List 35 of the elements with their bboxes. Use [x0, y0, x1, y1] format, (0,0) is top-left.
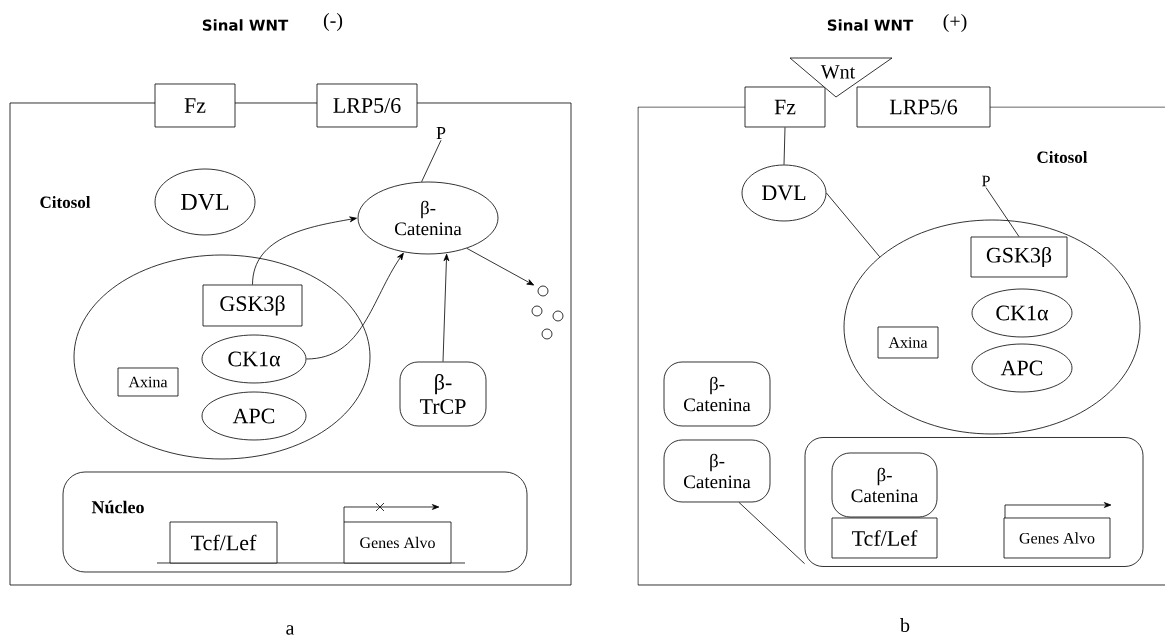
phosphate-label: P: [982, 175, 990, 187]
ligand-triangle: Wnt: [789, 57, 893, 98]
heading-label: Sinal WNT: [202, 19, 289, 31]
factor-box: Tcf/Lef: [831, 517, 938, 559]
gene-box: Genes Alvo: [343, 521, 452, 564]
compartment-label: Núcleo: [91, 500, 144, 514]
complex-ellipse: [73, 254, 371, 460]
gene-box: Genes Alvo: [1003, 517, 1111, 559]
protein-rounded-box: β- Catenina: [663, 439, 771, 503]
receptor-box: Fz: [744, 86, 826, 128]
protein-box: Axina: [877, 326, 939, 359]
degraded-fragments-drawing: [531, 285, 564, 340]
protein-box: GSK3β: [202, 284, 303, 327]
protein-box: Axina: [117, 367, 179, 397]
factor-box: Tcf/Lef: [169, 521, 278, 564]
complex-ellipse: [843, 219, 1141, 435]
protein-rounded-box: β- Catenina: [831, 452, 938, 518]
arrow: [466, 247, 535, 286]
receptor-box: LRP5/6: [856, 86, 991, 128]
compartment-label: Citosol: [40, 196, 91, 208]
heading-label: Sinal WNT: [827, 19, 914, 31]
protein-rounded-box: β- Catenina: [663, 361, 771, 427]
receptor-box: Fz: [154, 83, 236, 128]
phosphate-label: P: [436, 127, 446, 139]
heading-label: b: [900, 617, 910, 632]
protein-box: GSK3β: [970, 236, 1068, 278]
protein-rounded-box: β- TrCP: [399, 361, 487, 427]
heading-label: (+): [943, 13, 967, 33]
heading-label: (-): [323, 12, 343, 32]
arrow: [252, 216, 357, 285]
heading-label: a: [286, 625, 295, 635]
arrow: [442, 253, 450, 362]
receptor-box: LRP5/6: [316, 83, 418, 128]
arrow: [306, 252, 404, 360]
compartment-label: Citosol: [1037, 151, 1088, 163]
